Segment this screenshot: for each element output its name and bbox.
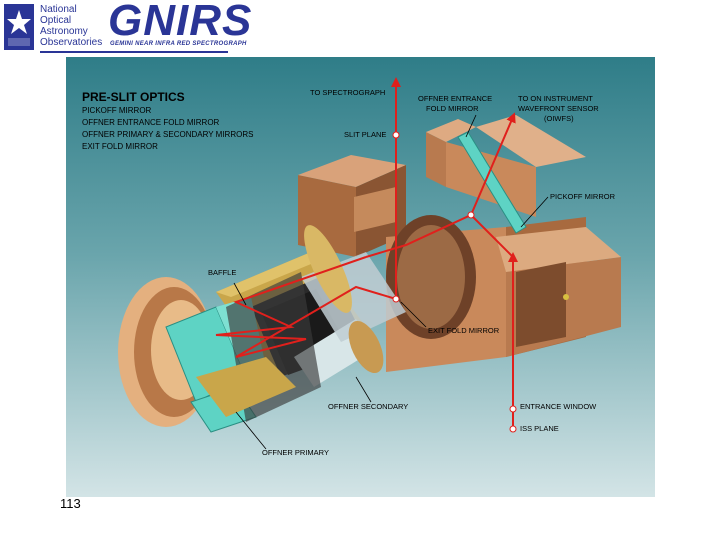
pre-slit-optics-diagram: PRE-SLIT OPTICS PICKOFF MIRROR OFFNER EN… — [66, 57, 655, 497]
component-1: PICKOFF MIRROR — [82, 106, 152, 115]
header-rule — [40, 51, 228, 53]
org-name-line-2: Optical — [40, 15, 72, 26]
beam-markers — [392, 131, 517, 433]
component-3: OFFNER PRIMARY & SECONDARY MIRRORS — [82, 130, 253, 139]
gnirs-title: GNIRS — [108, 0, 253, 45]
component-2: OFFNER ENTRANCE FOLD MIRROR — [82, 118, 220, 127]
label-offner-secondary: OFFNER SECONDARY — [328, 402, 408, 411]
label-offner-primary: OFFNER PRIMARY — [262, 448, 329, 457]
label-iss-plane: ISS PLANE — [520, 424, 559, 433]
label-offner-entrance: OFFNER ENTRANCE — [418, 94, 492, 103]
org-name-line-3: Astronomy — [40, 26, 88, 37]
leader-lines — [233, 114, 549, 450]
org-name-line-1: National — [40, 4, 77, 15]
label-wavefront-sensor: WAVEFRONT SENSOR — [518, 104, 599, 113]
housing-right — [298, 115, 621, 372]
label-pickoff-mirror: PICKOFF MIRROR — [550, 192, 616, 201]
label-oiwfs: (OIWFS) — [544, 114, 574, 123]
label-exit-fold-mirror: EXIT FOLD MIRROR — [428, 326, 500, 335]
diagram-heading: PRE-SLIT OPTICS — [82, 90, 185, 104]
component-4: EXIT FOLD MIRROR — [82, 142, 158, 151]
label-fold-mirror: FOLD MIRROR — [426, 104, 479, 113]
label-to-oiwfs: TO ON INSTRUMENT — [518, 94, 593, 103]
noao-logo — [4, 4, 34, 50]
label-baffle: BAFFLE — [208, 268, 236, 277]
optical-beam — [215, 77, 518, 432]
label-to-spectrograph: TO SPECTROGRAPH — [310, 88, 385, 97]
label-entrance-window: ENTRANCE WINDOW — [520, 402, 597, 411]
gnirs-subtitle: GEMINI NEAR INFRA RED SPECTROGRAPH — [110, 41, 247, 47]
label-slit-plane: SLIT PLANE — [344, 130, 386, 139]
page-number: 113 — [60, 496, 81, 511]
pickoff-mirror-arm — [457, 131, 527, 234]
org-name-line-4: Observatories — [40, 37, 103, 48]
